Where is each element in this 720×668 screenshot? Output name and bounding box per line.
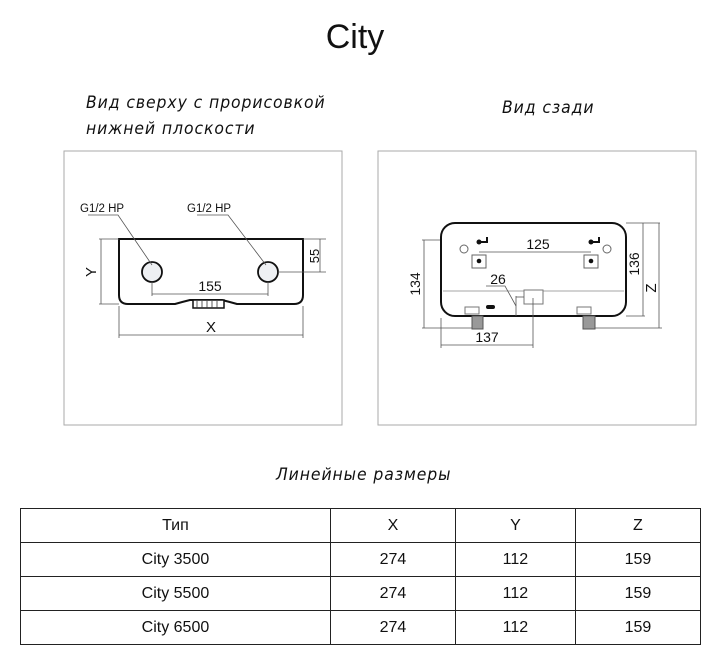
pipe-right: [582, 315, 596, 330]
table-header-row: Тип X Y Z: [20, 508, 702, 543]
cell-y: 112: [455, 576, 576, 611]
cell-x: 274: [329, 610, 457, 645]
page-title: City: [325, 18, 385, 56]
outlet-pipe: [257, 261, 279, 283]
table-caption: Линейные размеры: [276, 465, 452, 485]
rear-view-diagram: 125 26 137 134 136 Z: [377, 150, 697, 426]
dim-z: Z: [643, 283, 660, 292]
table-row: City 5500 274 112 159: [20, 576, 702, 611]
cell-x: 274: [329, 576, 457, 611]
cell-y: 112: [455, 610, 576, 645]
dim-125: 125: [526, 236, 550, 252]
dim-26: 26: [490, 271, 506, 287]
top-view-caption: Вид сверху с прорисовкой нижней плоскост…: [86, 90, 326, 142]
pipe-left: [471, 315, 484, 330]
dim-136: 136: [626, 252, 642, 276]
top-view-diagram: G1/2 HP G1/2 HP 155 X Y 55: [63, 150, 343, 426]
cell-z: 159: [574, 542, 702, 577]
dim-y: Y: [83, 267, 100, 277]
top-view-caption-line1: Вид сверху с прорисовкой: [86, 93, 326, 113]
dim-137: 137: [475, 329, 499, 345]
table-row: City 3500 274 112 159: [20, 542, 702, 577]
header-type: Тип: [20, 508, 331, 543]
table-row: City 6500 274 112 159: [20, 610, 702, 645]
dimensions-table: Тип X Y Z City 3500 274 112 159 City 550…: [20, 508, 702, 645]
connector-icon: [192, 299, 225, 309]
rear-view-caption: Вид сзади: [502, 98, 595, 118]
cell-z: 159: [574, 576, 702, 611]
dim-x: X: [206, 319, 216, 336]
cell-x: 274: [329, 542, 457, 577]
cell-type: City 5500: [20, 576, 331, 611]
cell-type: City 3500: [20, 542, 331, 577]
dim-155: 155: [198, 278, 222, 294]
header-x: X: [329, 508, 457, 543]
header-z: Z: [574, 508, 702, 543]
cell-y: 112: [455, 542, 576, 577]
cell-z: 159: [574, 610, 702, 645]
label-connection-right: G1/2 HP: [187, 203, 231, 215]
label-connection-left: G1/2 HP: [80, 203, 124, 215]
dim-55: 55: [307, 249, 322, 263]
dim-134: 134: [407, 272, 423, 296]
top-view-caption-line2: нижней плоскости: [86, 119, 256, 139]
header-y: Y: [455, 508, 576, 543]
cell-type: City 6500: [20, 610, 331, 645]
